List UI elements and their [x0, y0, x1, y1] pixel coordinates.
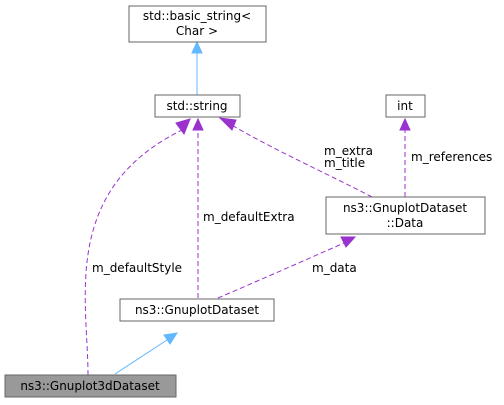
node-label-line1: std::basic_string< [143, 9, 251, 23]
node-label: ns3::Gnuplot3dDataset [20, 379, 160, 393]
inherit-line [114, 339, 168, 375]
node-std-string[interactable]: std::string [154, 94, 241, 118]
edge-m-extra-m-title: m_extra m_title [218, 117, 373, 198]
edge-m-default-style: m_defaultStyle [84, 118, 191, 376]
node-box [128, 5, 267, 43]
node-int[interactable]: int [385, 94, 426, 118]
member-line [229, 123, 373, 198]
member-line [84, 129, 183, 376]
node-gnuplot3d-dataset[interactable]: ns3::Gnuplot3dDataset [4, 374, 177, 398]
member-arrowhead [218, 117, 237, 131]
node-label: int [397, 99, 413, 113]
node-label-line1: ns3::GnuplotDataset [343, 201, 467, 215]
inherit-arrowhead [191, 40, 203, 54]
node-box [119, 298, 275, 322]
node-std-basic-string[interactable]: std::basic_string< Char > [128, 5, 267, 43]
inherit-arrowhead [163, 332, 179, 345]
edge-label-m-data: m_data [312, 261, 357, 275]
member-arrowhead [175, 118, 191, 136]
node-label-line2: ::Data [387, 216, 424, 230]
edge-3d-inherits-gnuplot-dataset [114, 332, 179, 375]
node-gnuplot-dataset[interactable]: ns3::GnuplotDataset [119, 298, 275, 322]
member-arrowhead [192, 117, 204, 131]
member-arrowhead [399, 117, 411, 131]
edge-m-data: m_data [217, 236, 357, 299]
node-box [325, 196, 486, 235]
node-box [385, 94, 426, 118]
node-gnuplot-dataset-data[interactable]: ns3::GnuplotDataset ::Data [325, 196, 486, 235]
edge-label-m-references: m_references [411, 150, 492, 164]
node-label: std::string [166, 99, 227, 113]
edge-m-default-extra: m_defaultExtra [192, 117, 295, 298]
member-arrowhead [340, 236, 357, 248]
edge-m-references: m_references [399, 117, 492, 197]
node-box [154, 94, 241, 118]
edge-label-m-title: m_title [324, 156, 365, 170]
node-label-line2: Char > [176, 24, 218, 38]
node-box-highlighted [4, 374, 177, 398]
edge-label-m-default-extra: m_defaultExtra [203, 210, 295, 224]
edge-label-m-extra: m_extra [324, 144, 373, 158]
edge-label-m-default-style: m_defaultStyle [92, 261, 182, 275]
member-line [217, 242, 345, 299]
node-label: ns3::GnuplotDataset [135, 303, 259, 317]
edge-string-inherits-basic-string [191, 40, 203, 95]
